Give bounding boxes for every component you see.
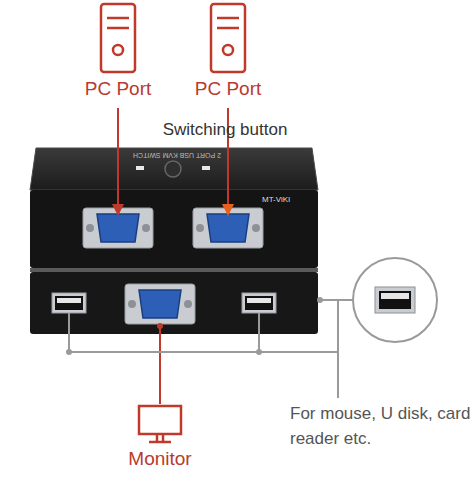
leader-arrow	[117, 108, 119, 206]
arrow-head	[222, 204, 234, 216]
note-label: For mouse, U disk, card reader etc.	[290, 402, 472, 451]
led	[136, 166, 144, 170]
device-seam	[30, 268, 318, 272]
magnifier-circle	[353, 258, 437, 342]
arrow-head	[112, 204, 124, 216]
device-front-lower	[30, 272, 318, 334]
device-print: 2 PORT USB KVM SWITCH	[112, 150, 242, 160]
device-top	[30, 148, 318, 190]
brand-print: MT-ViKI	[262, 194, 312, 206]
leader-dot	[66, 349, 72, 355]
usb-port	[52, 293, 86, 313]
pc-node: PC Port	[188, 2, 268, 101]
pc-node: PC Port	[78, 2, 158, 101]
usb-port-zoom	[375, 287, 415, 313]
pc-icon	[208, 2, 248, 74]
leader-dot	[317, 297, 323, 303]
leader-line	[159, 326, 161, 404]
node-label: Monitor	[128, 448, 191, 471]
vga-port	[125, 284, 195, 324]
node-label: PC Port	[85, 78, 152, 101]
switch-button	[165, 161, 181, 177]
usb-port	[242, 293, 276, 313]
device-front-upper	[30, 190, 318, 268]
monitor-node: Monitor	[110, 404, 210, 471]
pc-icon	[98, 2, 138, 74]
led	[202, 166, 210, 170]
callout-label: Switching button	[140, 118, 310, 143]
leader-dot	[256, 349, 262, 355]
monitor-icon	[137, 404, 183, 444]
node-label: PC Port	[195, 78, 262, 101]
usb-bracket	[69, 300, 353, 398]
